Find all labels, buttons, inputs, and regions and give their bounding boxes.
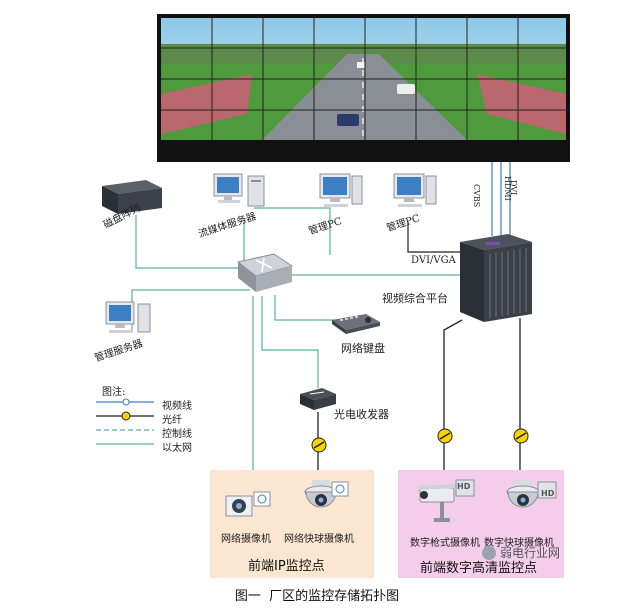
network-camera-label: 网络摄像机	[221, 534, 271, 545]
legend-title: 图注:	[102, 387, 126, 398]
fiber-connector-icon-1	[311, 437, 327, 453]
gun-camera-icon	[418, 479, 475, 522]
optical-transceiver-icon	[300, 388, 336, 410]
hd-dome-camera-label: 数字快球摄像机	[484, 538, 554, 549]
signal-label-dvi: DVI	[509, 180, 518, 196]
line-pc1-link	[254, 207, 331, 255]
network-keyboard-label: 网络键盘	[341, 342, 385, 355]
mgmt-pc-1-icon	[319, 173, 363, 207]
watermark-logo-icon	[482, 545, 496, 560]
line-switch-to-keyboard	[274, 295, 340, 321]
disk-array-icon	[102, 180, 162, 214]
hd-badge-1: HD	[457, 482, 471, 491]
zone-hd-front-title: 前端数字高清监控点	[420, 561, 538, 576]
network-dome-camera-label: 网络快球摄像机	[284, 534, 354, 545]
network-switch-icon	[236, 253, 294, 292]
streaming-server-icon	[213, 173, 265, 207]
fiber-platform-to-gun	[443, 319, 463, 488]
video-platform-label: 视频综合平台	[382, 292, 448, 305]
legend-item-control: 控制线	[162, 429, 192, 440]
line-dvi-vga	[407, 222, 462, 253]
video-platform-icon	[460, 234, 532, 322]
dvi-vga-label: DVI/VGA	[411, 255, 456, 266]
network-dome-camera-icon	[304, 480, 349, 508]
fiber-connector-icon-3	[513, 428, 529, 444]
mgmt-pc-2-icon	[393, 173, 437, 207]
legend: 图注: 视频线 光纤 控制线 以太网	[96, 383, 206, 455]
hd-dome-camera-icon	[506, 480, 557, 508]
legend-item-video: 视频线	[162, 401, 192, 412]
fiber-connector-icon-2	[437, 428, 453, 444]
line-disk-to-switch	[135, 215, 250, 269]
optical-transceiver-label: 光电收发器	[334, 408, 389, 421]
gun-camera-label: 数字枪式摄像机	[410, 538, 480, 549]
video-wall	[157, 14, 570, 162]
legend-item-ethernet: 以太网	[162, 443, 192, 454]
legend-item-fiber: 光纤	[162, 415, 182, 426]
network-camera-icon	[225, 491, 271, 517]
zone-ip-front-title: 前端IP监控点	[248, 559, 325, 574]
mgmt-server-icon	[105, 301, 151, 333]
legend-swatches	[96, 398, 154, 445]
watermark-text: 弱电行业网	[500, 546, 561, 560]
watermark: 弱电行业网	[482, 544, 560, 561]
hd-badge-2: HD	[541, 489, 555, 498]
video-wall-screen	[161, 18, 566, 140]
network-keyboard-icon	[332, 314, 380, 334]
line-switch-to-transceiver	[261, 296, 319, 388]
figure-caption: 图一 厂区的监控存储拓扑图	[234, 589, 400, 604]
signal-label-cvbs: CVBS	[472, 184, 481, 208]
